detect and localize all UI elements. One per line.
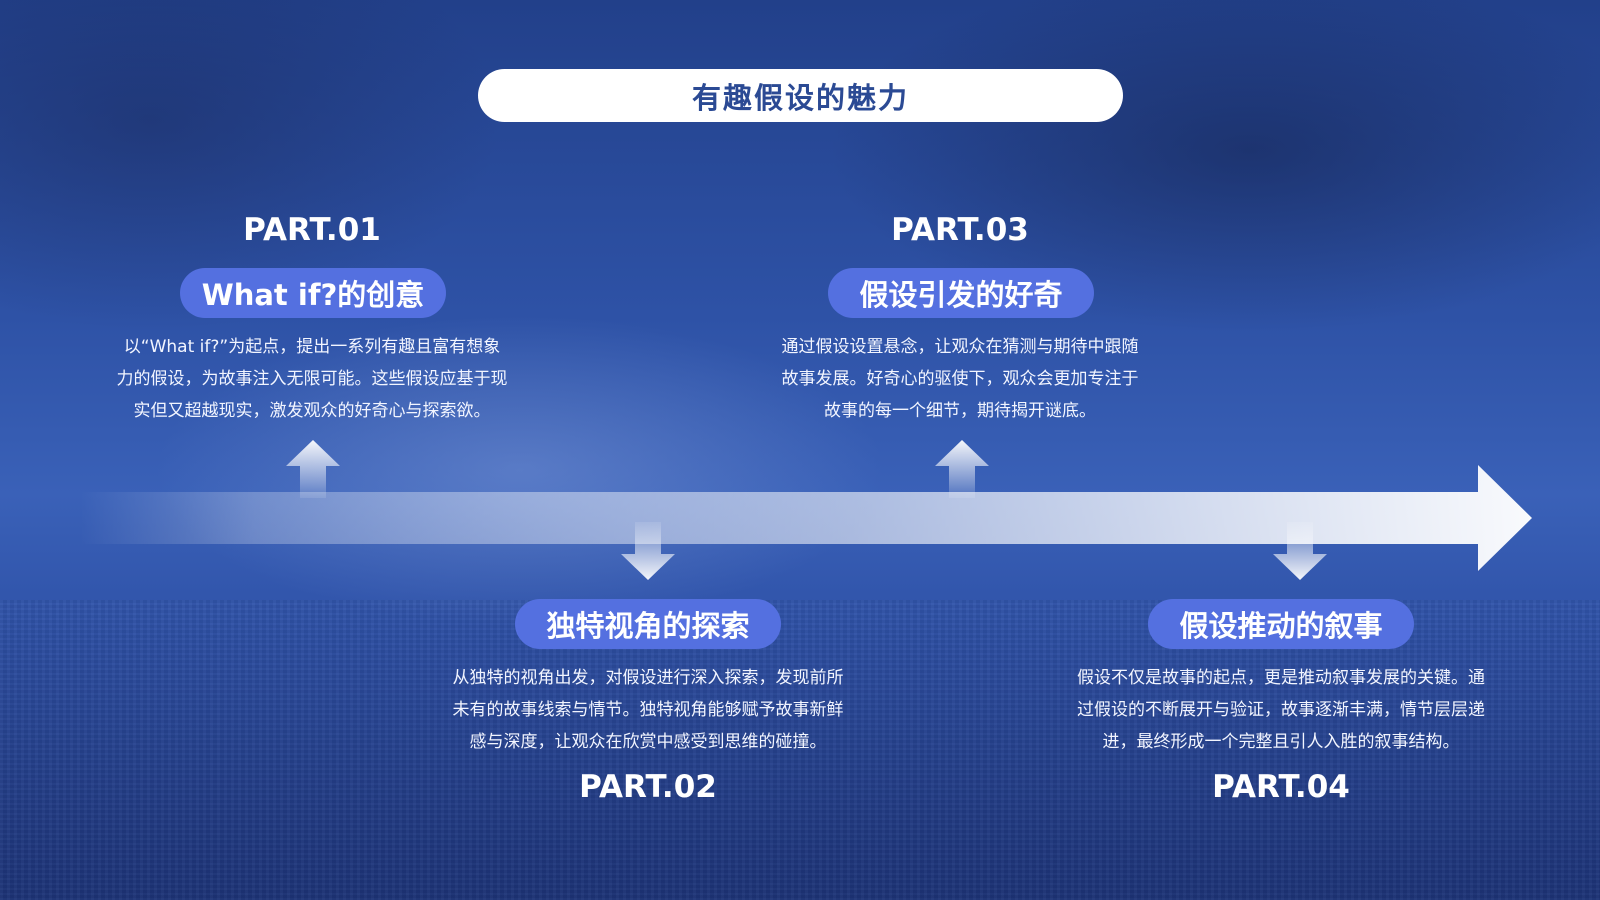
description-line: 以“What if?”为起点，提出一系列有趣且富有想象 <box>123 337 501 357</box>
description-line: 过假设的不断展开与验证，故事逐渐丰满，情节层层递 <box>1077 700 1485 720</box>
title-bar: 有趣假设的魅力 <box>478 69 1123 122</box>
arrow-up-icon <box>286 440 340 498</box>
part-label: PART.02 <box>579 769 717 805</box>
slide-title: 有趣假设的魅力 <box>691 80 909 115</box>
part-description: 通过假设设置悬念，让观众在猜测与期待中跟随 故事发展。好奇心的驱使下，观众会更加… <box>710 331 1210 427</box>
description-line: 从独特的视角出发，对假设进行深入探索，发现前所 <box>452 668 844 688</box>
arrow-up-icon <box>935 440 989 498</box>
description-line: 通过假设设置悬念，让观众在猜测与期待中跟随 <box>781 337 1139 357</box>
timeline-arrow-icon <box>80 465 1532 571</box>
part-label: PART.03 <box>891 212 1029 248</box>
arrow-down-icon <box>1273 522 1327 580</box>
description-line: 实但又超越现实，激发观众的好奇心与探索欲。 <box>133 401 491 421</box>
part-heading-pill: 假设引发的好奇 <box>828 268 1094 318</box>
part-label: PART.04 <box>1212 769 1350 805</box>
part-heading-pill: 假设推动的叙事 <box>1148 599 1414 649</box>
part-label: PART.01 <box>243 212 381 248</box>
part-heading-pill: 独特视角的探索 <box>515 599 781 649</box>
description-line: 未有的故事线索与情节。独特视角能够赋予故事新鲜 <box>452 700 844 720</box>
part-description: 从独特的视角出发，对假设进行深入探索，发现前所 未有的故事线索与情节。独特视角能… <box>398 662 898 758</box>
part-description: 以“What if?”为起点，提出一系列有趣且富有想象 力的假设，为故事注入无限… <box>62 331 562 427</box>
arrow-down-icon <box>621 522 675 580</box>
description-line: 故事发展。好奇心的驱使下，观众会更加专注于 <box>781 369 1139 389</box>
description-line: 感与深度，让观众在欣赏中感受到思维的碰撞。 <box>469 732 827 752</box>
part-description: 假设不仅是故事的起点，更是推动叙事发展的关键。通 过假设的不断展开与验证，故事逐… <box>1018 662 1544 758</box>
part-heading-pill: What if?的创意 <box>180 268 446 318</box>
description-line: 故事的每一个细节，期待揭开谜底。 <box>824 401 1096 421</box>
description-line: 进，最终形成一个完整且引人入胜的叙事结构。 <box>1102 732 1460 752</box>
description-line: 假设不仅是故事的起点，更是推动叙事发展的关键。通 <box>1077 668 1485 688</box>
description-line: 力的假设，为故事注入无限可能。这些假设应基于现 <box>116 369 508 389</box>
background-texture <box>0 600 1600 900</box>
